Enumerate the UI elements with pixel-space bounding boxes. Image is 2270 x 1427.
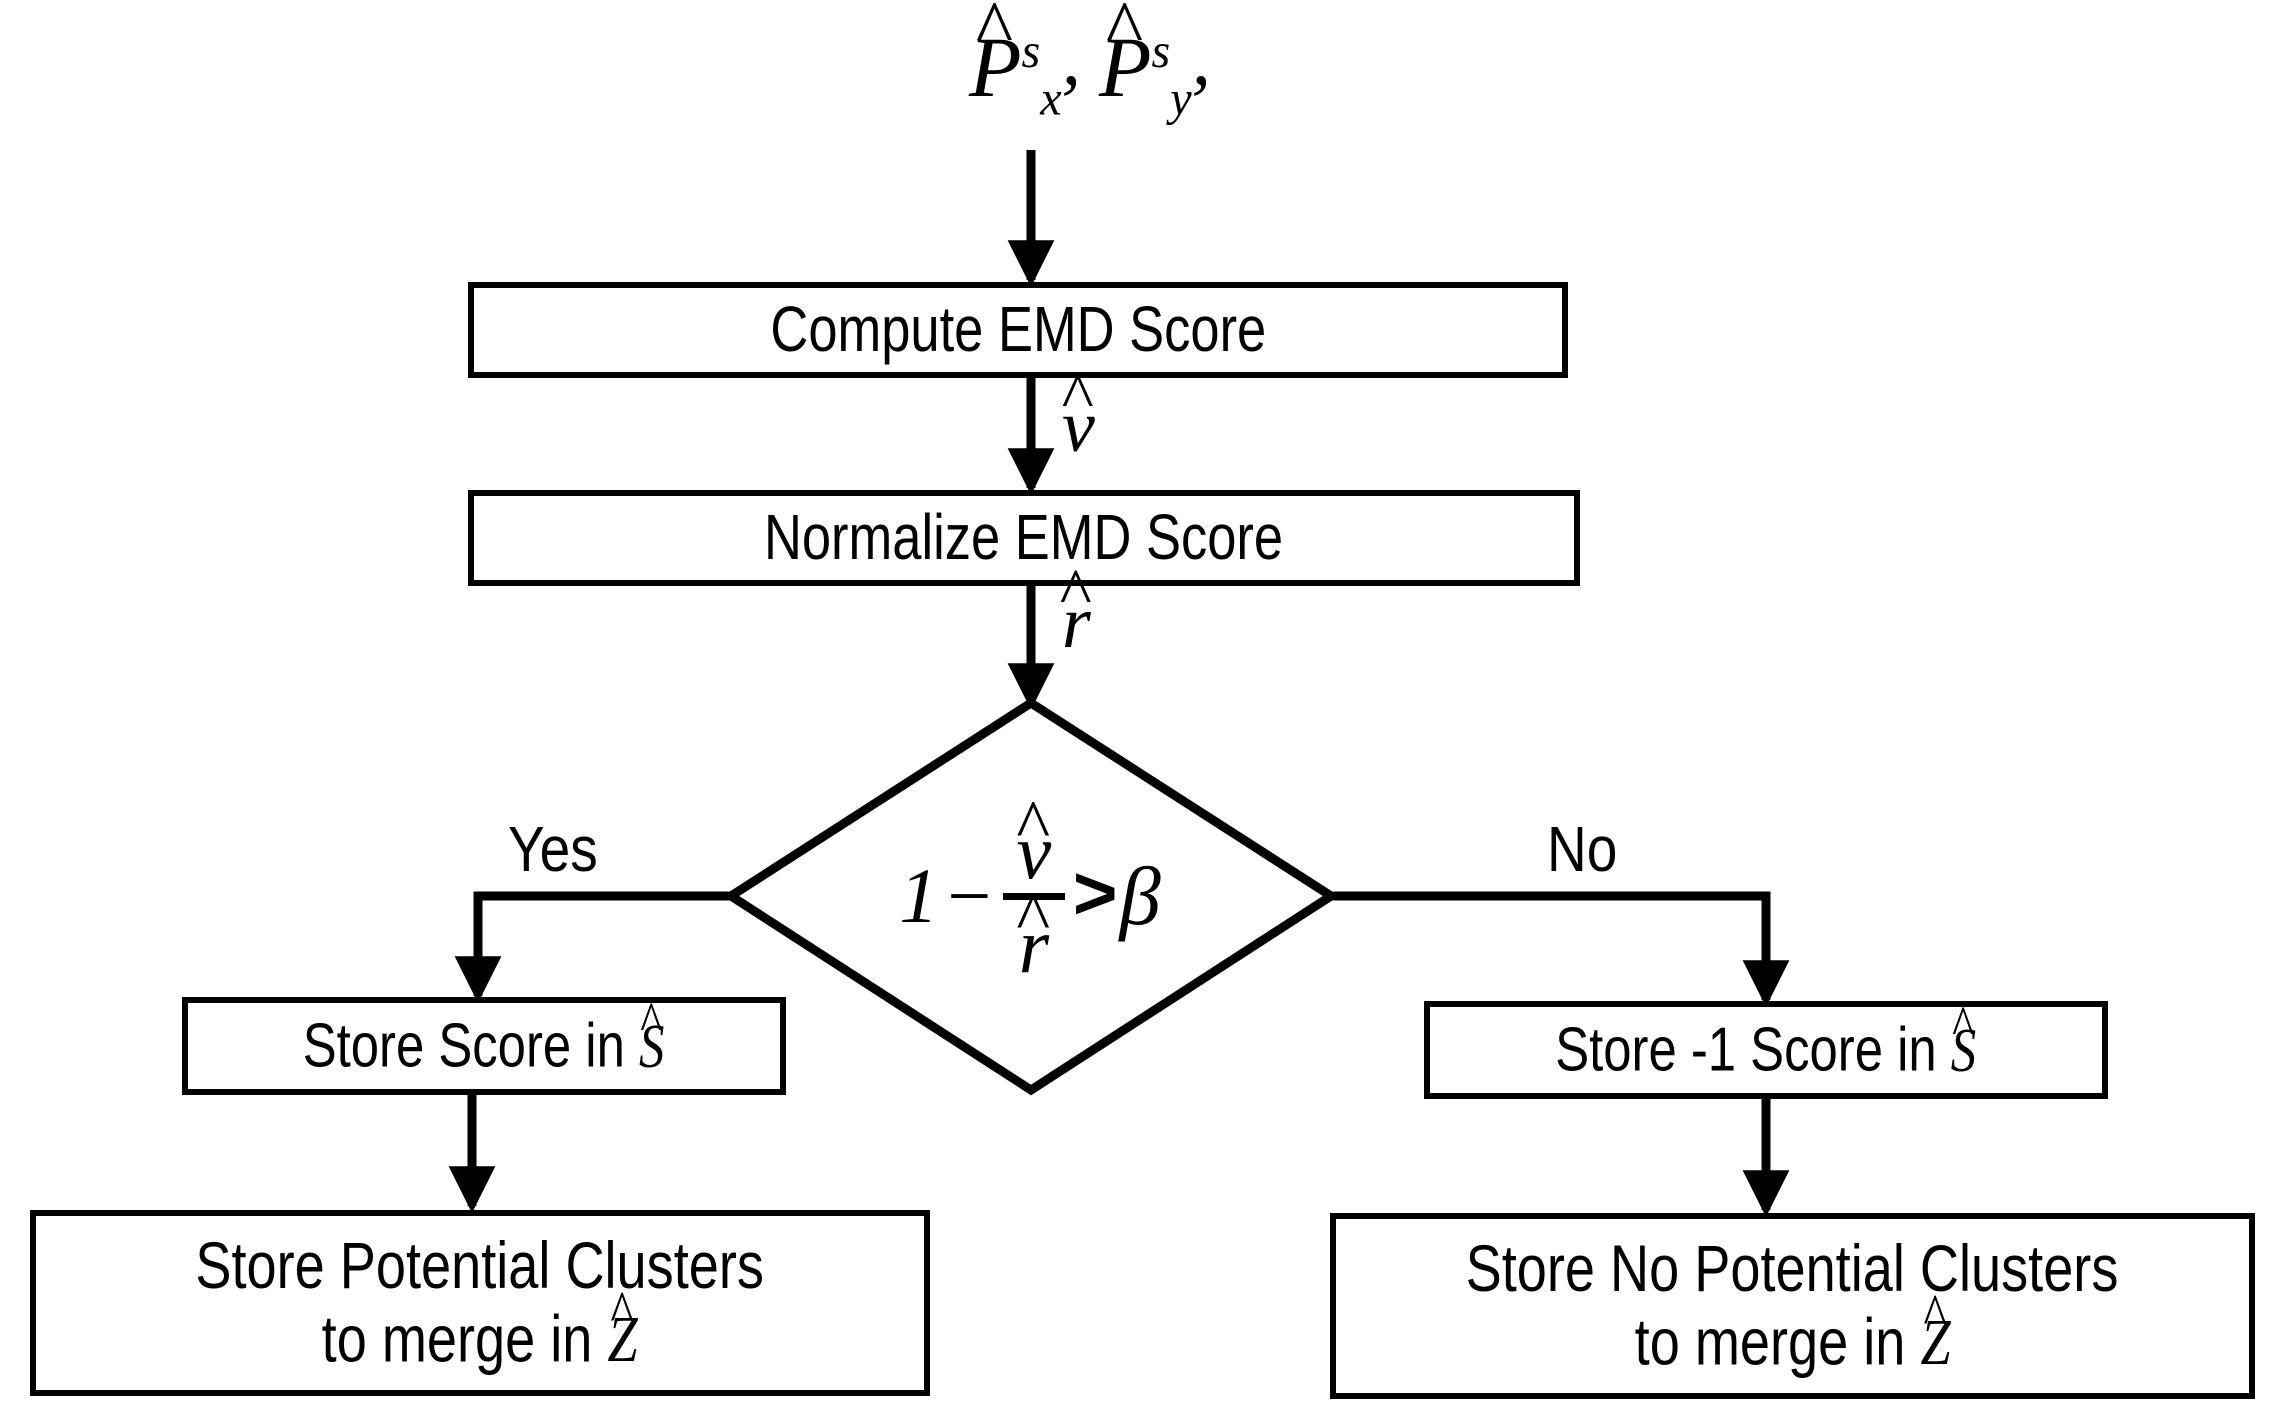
input-comma-1: , bbox=[1061, 15, 1081, 101]
branch-label-yes: Yes bbox=[508, 813, 598, 885]
edge-label-r-hat: ^r bbox=[1059, 553, 1092, 664]
node-store-no-potential-clusters[interactable]: Store No Potential Clusters to merge in … bbox=[1330, 1213, 2255, 1399]
node-store-neg1-score[interactable]: Store -1 Score in ^S bbox=[1424, 995, 2108, 1099]
edge-label-v-hat: ^v bbox=[1061, 357, 1095, 468]
node-store-score[interactable]: Store Score in ^S bbox=[182, 991, 786, 1095]
edge-yes-branch bbox=[454, 891, 731, 1004]
decision-numerator: ^v bbox=[1016, 784, 1052, 896]
node-store-potential-clusters-line1: Store Potential Clusters bbox=[195, 1228, 765, 1303]
edge-no-branch bbox=[1331, 891, 1790, 1008]
node-compute-emd-score[interactable]: Compute EMD Score bbox=[468, 282, 1568, 378]
decision-fraction: ^v ^r bbox=[1002, 784, 1065, 989]
node-decision-formula[interactable]: 1 − ^v ^r > β bbox=[790, 784, 1270, 989]
decision-operator: > bbox=[1072, 851, 1118, 936]
input-comma-2: , bbox=[1191, 15, 1212, 101]
decision-denominator: ^r bbox=[1016, 877, 1051, 989]
node-store-neg1-score-label: Store -1 Score in ^S bbox=[1555, 995, 1977, 1085]
decision-one: 1 bbox=[899, 852, 939, 939]
node-normalize-emd-score[interactable]: Normalize EMD Score bbox=[468, 490, 1580, 586]
node-compute-emd-score-label: Compute EMD Score bbox=[770, 293, 1266, 366]
node-store-potential-clusters[interactable]: Store Potential Clusters to merge in ^Z bbox=[30, 1210, 930, 1396]
node-store-score-label: Store Score in ^S bbox=[303, 991, 665, 1081]
branch-label-no: No bbox=[1547, 813, 1618, 885]
input-p-y: ^Psy bbox=[1099, 0, 1192, 126]
fraction-bar bbox=[1002, 892, 1065, 900]
node-normalize-emd-score-label: Normalize EMD Score bbox=[764, 501, 1284, 574]
node-store-potential-clusters-line2: to merge in ^Z bbox=[322, 1279, 638, 1377]
input-p-x: ^Psx bbox=[968, 0, 1062, 126]
node-store-no-potential-clusters-line2: to merge in ^Z bbox=[1634, 1282, 1951, 1380]
node-store-no-potential-clusters-line1: Store No Potential Clusters bbox=[1466, 1231, 2119, 1306]
input-variables-label: ^Psx,^Psy, bbox=[860, 0, 1320, 164]
decision-minus: − bbox=[942, 852, 995, 939]
decision-threshold: β bbox=[1119, 850, 1161, 942]
